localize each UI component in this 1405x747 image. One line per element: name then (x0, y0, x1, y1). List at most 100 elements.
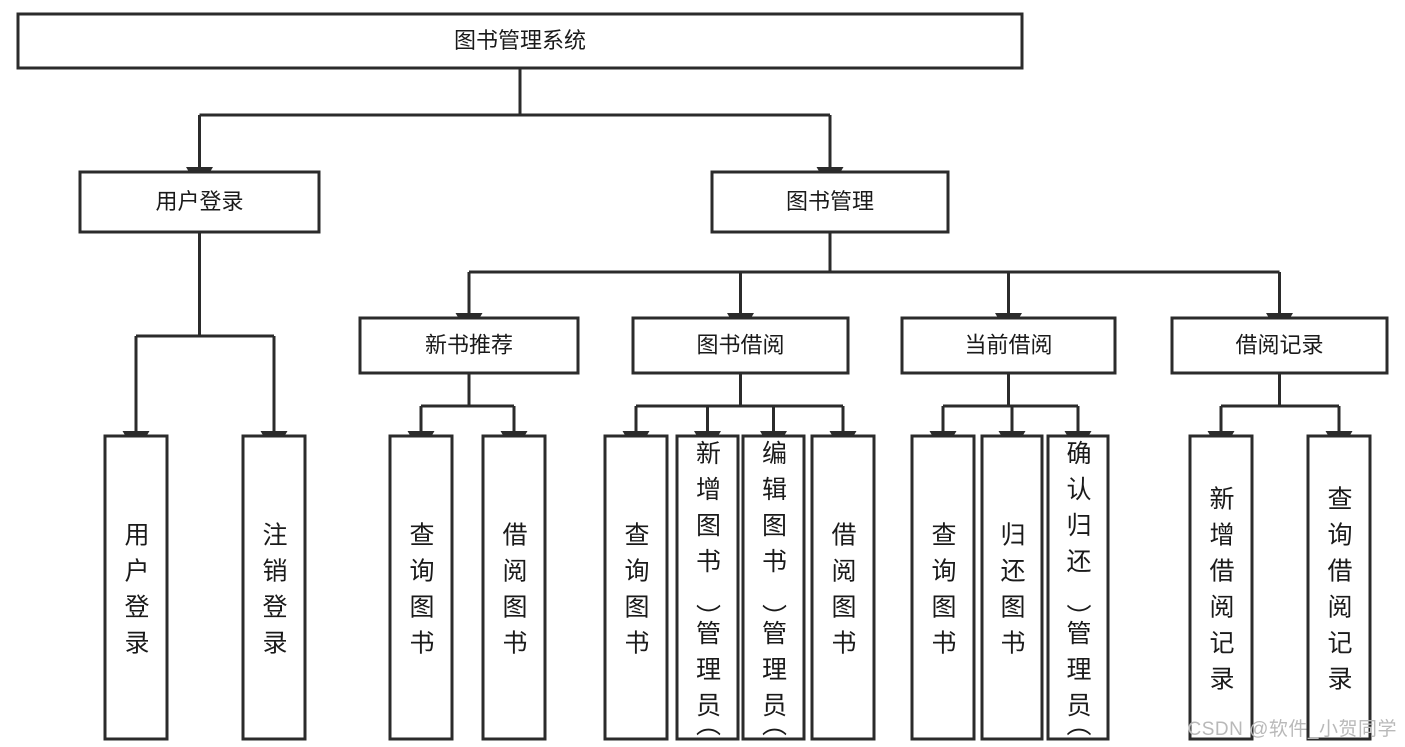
node-label-char: 注 (262, 522, 287, 550)
node-label-char: 阅 (831, 558, 856, 586)
node-label-char: 图 (762, 512, 787, 540)
node-label-char: 理 (696, 656, 721, 684)
node-label-char: 录 (124, 630, 149, 658)
node-label-char: 图 (931, 594, 956, 622)
node-root[interactable]: 图书管理系统 (16, 12, 1024, 70)
node-label-char: 登 (262, 594, 287, 622)
node-label-char: 书 (831, 630, 856, 658)
node-label-char: 借 (502, 522, 527, 550)
node-box (675, 434, 740, 741)
node-user-login[interactable]: 用户登录 (78, 170, 321, 234)
node-label-char: 询 (1327, 522, 1352, 550)
node-label-char: ⌒ (696, 728, 721, 747)
node-box (710, 170, 950, 234)
node-label-char: 新 (1209, 486, 1234, 514)
node-label-char: 用 (124, 522, 149, 550)
node-label-char: 认 (1066, 476, 1091, 504)
connector-current-borrow-to-leaves (929, 373, 1092, 454)
node-book-borrow[interactable]: 图书借阅 (631, 316, 850, 375)
node-label: 当前借阅 (964, 332, 1052, 357)
node-box (741, 434, 806, 741)
node-label-char: 确 (1066, 440, 1091, 468)
node-borrow-record[interactable]: 借阅记录 (1170, 316, 1389, 375)
node-new-book-recommend[interactable]: 新书推荐 (358, 316, 580, 375)
node-label-char: 图 (1000, 594, 1025, 622)
node-label-char: 借 (831, 522, 856, 550)
node-label-char: 记 (1327, 630, 1352, 658)
node-label-char: ⌒ (762, 584, 787, 612)
node-label-char: 阅 (502, 558, 527, 586)
connector-root-to-level2 (186, 68, 844, 190)
node-box (16, 12, 1024, 70)
node-label-char: 归 (1066, 512, 1091, 540)
node-box (603, 434, 669, 741)
node-label-char: 图 (624, 594, 649, 622)
node-leaf-user-login[interactable]: 用户登录 (103, 434, 169, 741)
node-box (980, 434, 1044, 741)
nodes-layer: 图书管理系统用户登录图书管理新书推荐图书借阅当前借阅借阅记录用户登录注销登录查询… (16, 12, 1389, 747)
node-label-char: 录 (1209, 666, 1234, 694)
node-box (910, 434, 976, 741)
node-label: 用户登录 (155, 189, 243, 214)
node-box (1170, 316, 1389, 375)
node-book-manage[interactable]: 图书管理 (710, 170, 950, 234)
node-label: 图书管理 (786, 189, 874, 214)
node-label-char: 员 (762, 692, 787, 720)
node-label-char: 询 (409, 558, 434, 586)
node-current-borrow[interactable]: 当前借阅 (900, 316, 1117, 375)
connector-book-borrow-to-leaves (622, 373, 857, 454)
node-label-char: 销 (262, 558, 287, 586)
node-label-char: 查 (409, 522, 434, 550)
node-label-char: 员 (696, 692, 721, 720)
node-label-char: 询 (624, 558, 649, 586)
node-label: 图书借阅 (696, 332, 784, 357)
node-label-char: 图 (409, 594, 434, 622)
node-label: 新书推荐 (425, 332, 513, 357)
node-label-char: 增 (1209, 522, 1234, 550)
node-label-char: 书 (624, 630, 649, 658)
node-label-char: 管 (1066, 620, 1091, 648)
node-label-char: 借 (1209, 558, 1234, 586)
node-label-char: 新 (696, 440, 721, 468)
edges-layer (122, 68, 1353, 454)
node-label-char: 图 (831, 594, 856, 622)
node-label-char: 员 (1066, 692, 1091, 720)
node-box (78, 170, 321, 234)
node-label: 借阅记录 (1235, 332, 1323, 357)
node-label-char: 管 (762, 620, 787, 648)
node-label-char: 登 (124, 594, 149, 622)
node-box (388, 434, 454, 741)
node-label-char: 书 (409, 630, 434, 658)
node-label-char: ⌒ (1066, 728, 1091, 747)
node-box (1306, 434, 1372, 741)
node-label-char: 记 (1209, 630, 1234, 658)
node-label-char: 书 (502, 630, 527, 658)
node-label-char: 编 (762, 440, 787, 468)
node-box (631, 316, 850, 375)
watermark-label: CSDN @软件_小贺同学 (1187, 719, 1397, 740)
node-box (1046, 434, 1110, 741)
node-box (103, 434, 169, 741)
node-box (900, 316, 1117, 375)
node-label-char: 书 (931, 630, 956, 658)
node-box (241, 434, 307, 741)
node-label-char: 户 (124, 558, 149, 586)
node-label-char: 理 (1066, 656, 1091, 684)
node-label-char: 书 (1000, 630, 1025, 658)
node-label-char: 询 (931, 558, 956, 586)
node-label-char: 书 (762, 548, 787, 576)
